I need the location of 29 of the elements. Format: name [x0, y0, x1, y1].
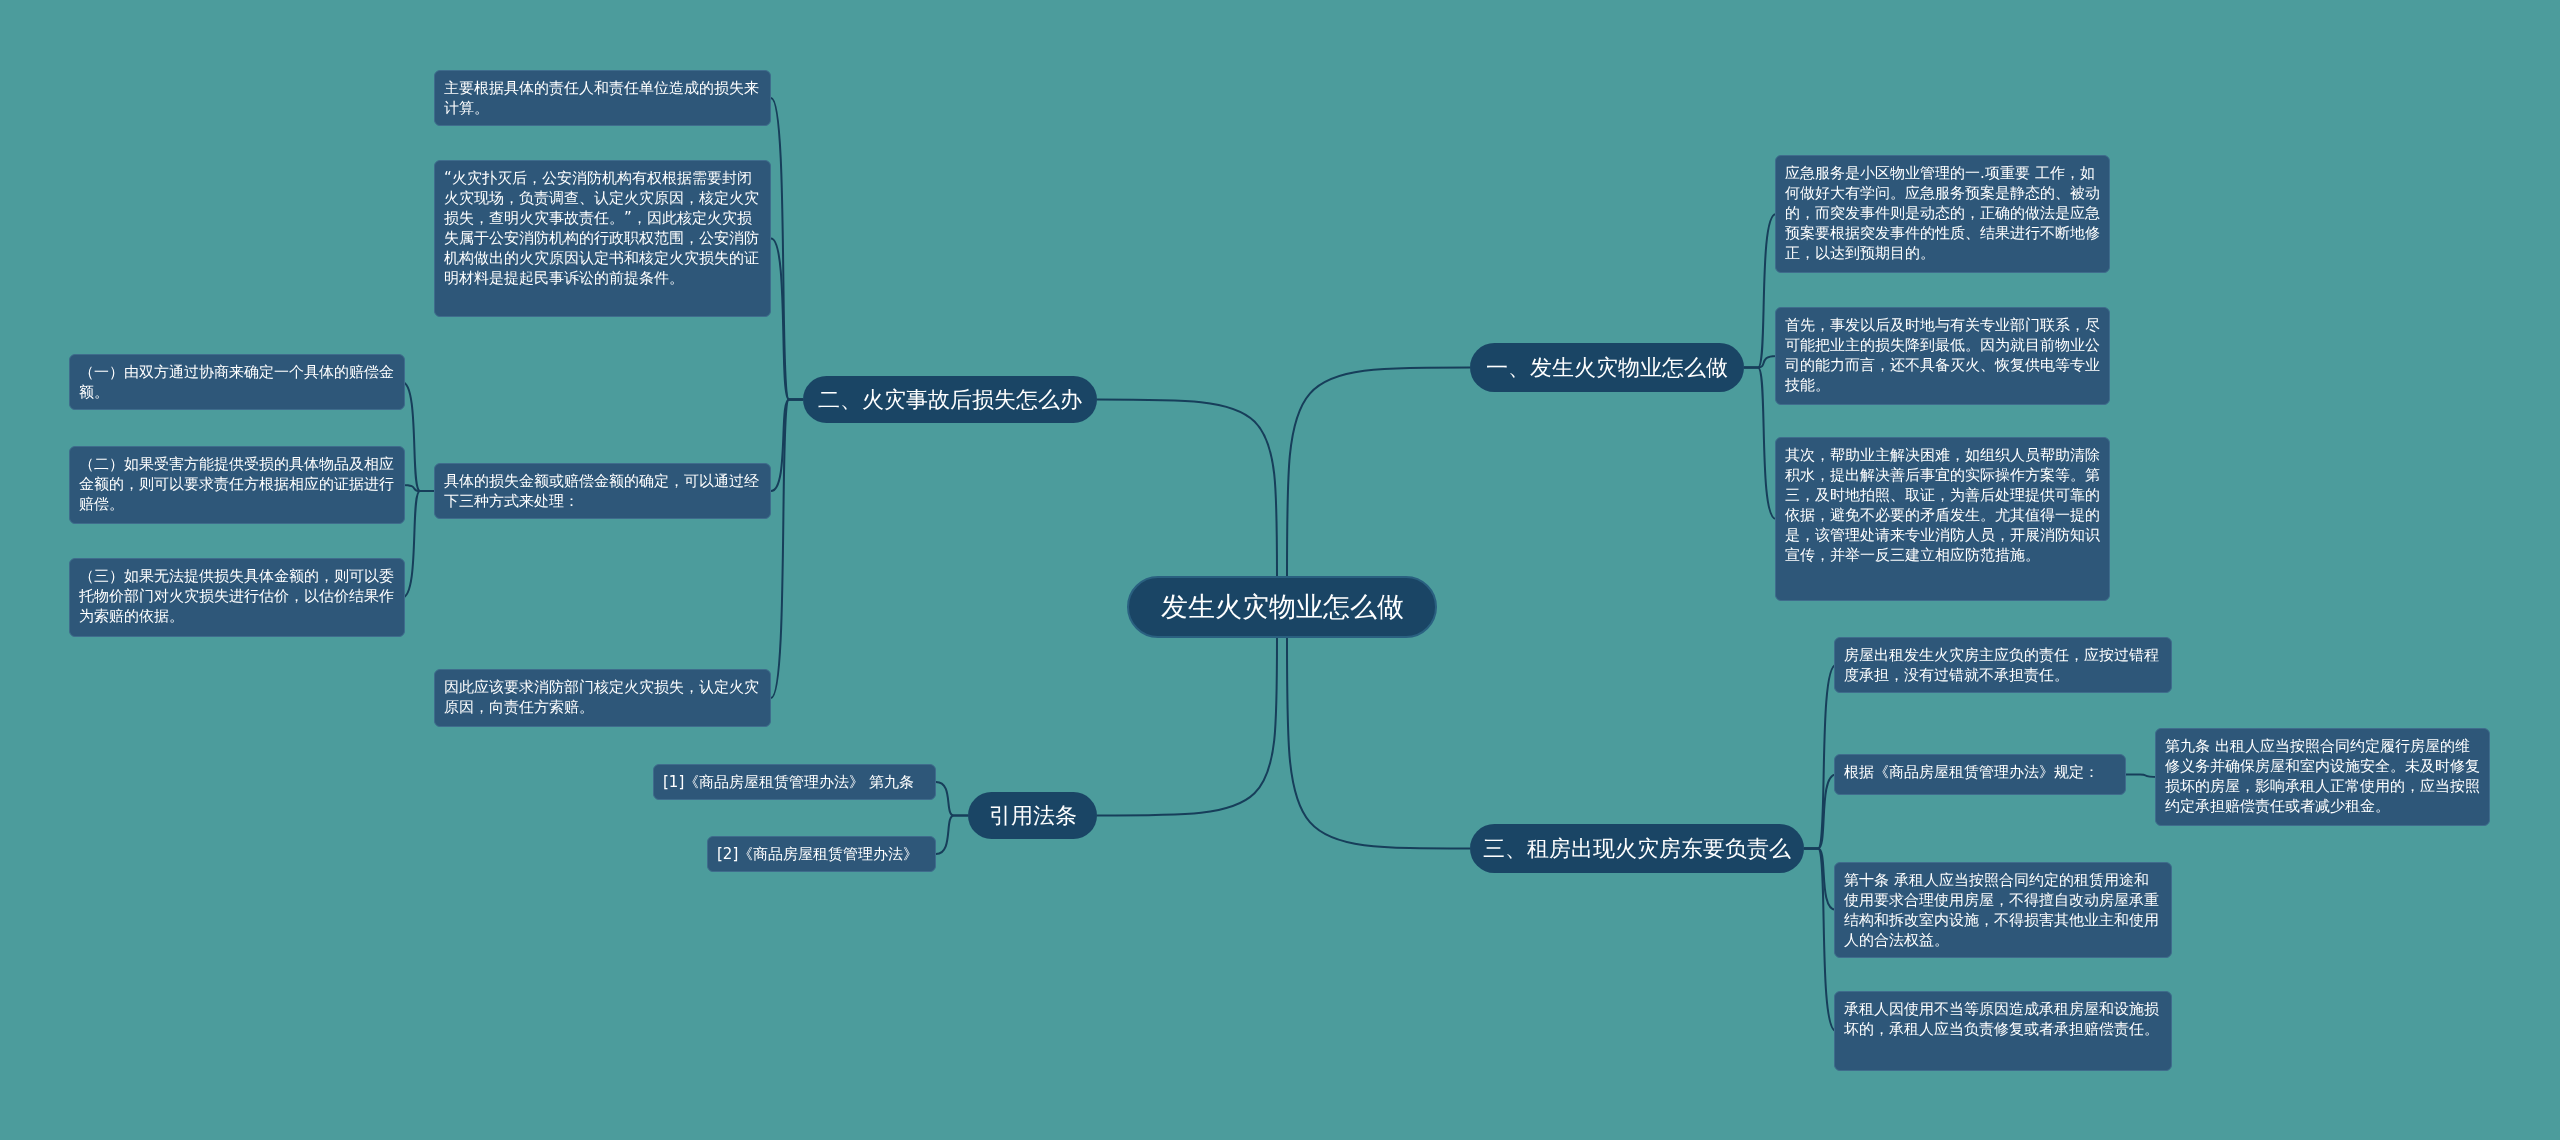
- topic-box: 一、发生火灾物业怎么做: [1470, 343, 1744, 392]
- text-box: [2]《商品房屋租赁管理办法》: [707, 836, 936, 872]
- text-box: 第九条 出租人应当按照合同约定履行房屋的维修义务并确保房屋和室内设施安全。未及时修复损坏的房屋，影响承租人正常使用的，应当按照约定承担赔偿责任或者减少租金。: [2155, 728, 2490, 826]
- text-box: 应急服务是小区物业管理的一.项重要 工作，如何做好大有学问。应急服务预案是静态的、被动的，而突发事件则是动态的，正确的做法是应急预案要根据突发事件的性质、结果进行不断地修正，以达到预期目的。: [1775, 155, 2110, 273]
- text-box: （三）如果无法提供损失具体金额的，则可以委托物价部门对火灾损失进行估价，以估价结果作为索赔的依据。: [69, 558, 405, 637]
- text-box: 房屋出租发生火灾房主应负的责任，应按过错程度承担，没有过错就不承担责任。: [1834, 637, 2172, 693]
- text-box: “火灾扑灭后，公安消防机构有权根据需要封闭火灾现场，负责调查、认定火灾原因，核定火灾损失，查明火灾事故责任。”，因此核定火灾损失属于公安消防机构的行政职权范围，公安消防机构做出的火灾原因认定书和核定火灾损失的证明材料是提起民事诉讼的前提条件。: [434, 160, 771, 317]
- connector-line: [1286, 637, 1471, 850]
- topic-box: 三、租房出现火灾房东要负责么: [1470, 824, 1804, 873]
- text-box: [1]《商品房屋租赁管理办法》 第九条: [653, 764, 936, 800]
- text-box: （一）由双方通过协商来确定一个具体的赔偿金额。: [69, 354, 405, 410]
- text-box: （二）如果受害方能提供受损的具体物品及相应金额的，则可以要求责任方根据相应的证据进行赔偿。: [69, 446, 405, 524]
- topic-box: 二、火灾事故后损失怎么办: [803, 376, 1097, 423]
- text-box: 因此应该要求消防部门核定火灾损失，认定火灾原因，向责任方索赔。: [434, 669, 771, 727]
- text-box: 具体的损失金额或赔偿金额的确定，可以通过经下三种方式来处理：: [434, 463, 771, 519]
- text-box: 主要根据具体的责任人和责任单位造成的损失来计算。: [434, 70, 771, 126]
- connector-line: [1096, 637, 1278, 817]
- text-box: 其次，帮助业主解决困难，如组织人员帮助清除积水，提出解决善后事宜的实际操作方案等。第三，及时地拍照、取证，为善后处理提供可靠的依据，避免不必要的矛盾发生。尤其值得一提的是，该管理处请来专业消防人员，开展消防知识宣传，并举一反三建立相应防范措施。: [1775, 437, 2110, 601]
- text-box: 第十条 承租人应当按照合同约定的租赁用途和使用要求合理使用房屋，不得擅自改动房屋承重结构和拆改室内设施，不得损害其他业主和使用人的合法权益。: [1834, 862, 2172, 958]
- connector-line: [935, 814, 969, 855]
- text-box: 根据《商品房屋租赁管理办法》规定：: [1834, 754, 2126, 795]
- text-box: 首先，事发以后及时地与有关专业部门联系，尽可能把业主的损失降到最低。因为就目前物业公司的能力而言，还不具备灭火、恢复供电等专业技能。: [1775, 307, 2110, 405]
- connector-line: [1096, 398, 1278, 577]
- connector-line: [1286, 366, 1471, 577]
- connector-line: [1743, 366, 1777, 520]
- central-topic: 发生火灾物业怎么做: [1127, 576, 1437, 638]
- topic-box: 引用法条: [968, 792, 1097, 839]
- connector-line: [770, 398, 804, 699]
- text-box: 承租人因使用不当等原因造成承租房屋和设施损坏的，承租人应当负责修复或者承担赔偿责任。: [1834, 991, 2172, 1071]
